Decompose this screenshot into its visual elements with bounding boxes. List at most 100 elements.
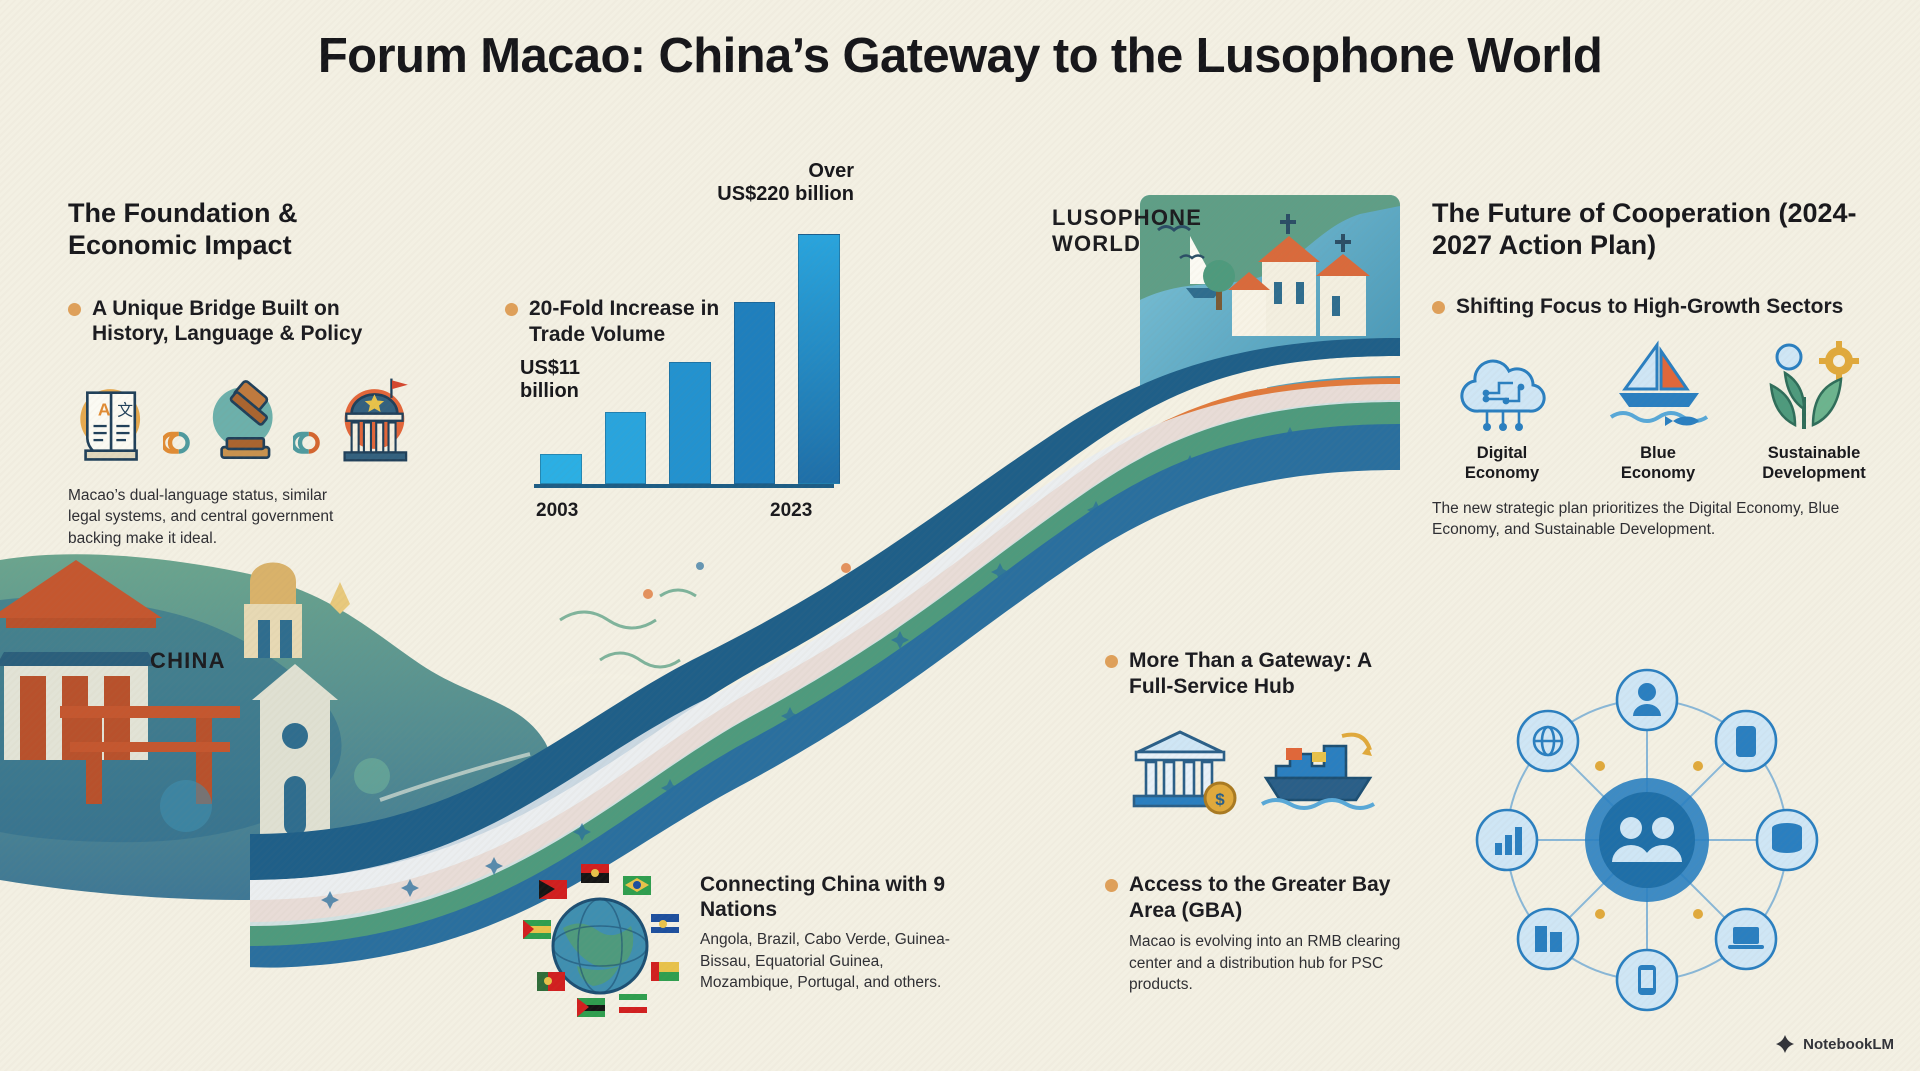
laptop-icon <box>1728 927 1764 949</box>
globe-flags-icon <box>523 864 679 1017</box>
chart-high-label: Over US$220 billion <box>644 160 854 206</box>
sector-digital-economy: Digital Economy <box>1432 337 1572 484</box>
flag-guinea-bissau <box>651 962 679 981</box>
lusophone-line1: LUSOPHONE <box>1052 205 1203 230</box>
sector-icons: Digital Economy Blue Economy <box>1432 337 1897 484</box>
chart-high-line2: US$220 billion <box>717 183 854 205</box>
nations-heading: Connecting China with 9 Nations <box>700 873 945 922</box>
temple-gate-icon <box>60 706 240 804</box>
svg-text:$: $ <box>1215 790 1225 809</box>
bullet-dot-icon-3 <box>1432 300 1445 314</box>
bullet-dot-icon-4 <box>1105 655 1118 668</box>
flag-portugal <box>537 972 565 991</box>
bar-2018 <box>733 302 776 484</box>
cathedral-ruins-icon <box>252 664 338 836</box>
gba-bullet: Access to the Greater Bay Area (GBA) Mac… <box>1105 872 1405 995</box>
bar-2008 <box>604 412 647 484</box>
chart-low-line1: US$11 <box>520 357 581 380</box>
chart-axis-line <box>534 484 834 488</box>
sector-blue-label: Blue Economy <box>1588 444 1728 484</box>
cultural-ribbon-art <box>250 338 1400 968</box>
sector-sustainable-line2: Development <box>1762 464 1866 483</box>
trade-volume-chart: Over US$220 billion US$11 billion 2003 2… <box>520 160 854 530</box>
right-column: The Future of Cooperation (2024-2027 Act… <box>1432 198 1897 541</box>
right-body-text: The new strategic plan prioritizes the D… <box>1432 499 1840 539</box>
chain-link-icon <box>163 431 191 454</box>
right-bullet: Shifting Focus to High-Growth Sectors <box>1432 294 1897 320</box>
notebooklm-logo-icon <box>1776 1035 1795 1053</box>
mid-bullet: 20-Fold Increase in Trade Volume <box>505 296 765 347</box>
left-column: The Foundation & Economic Impact A Uniqu… <box>68 198 418 549</box>
watermark-label: NotebookLM <box>1803 1035 1894 1053</box>
foundation-icons: A 文 <box>68 367 418 471</box>
flag-angola <box>581 864 609 883</box>
gba-bullet-heading: Access to the Greater Bay Area (GBA) <box>1129 873 1391 922</box>
right-heading: The Future of Cooperation (2024-2027 Act… <box>1432 198 1857 260</box>
sector-digital-line2: Economy <box>1464 464 1540 483</box>
left-bullet-heading: A Unique Bridge Built on History, Langua… <box>92 296 363 346</box>
smartphone-icon <box>1736 726 1756 757</box>
sector-digital-line1: Digital <box>1476 444 1528 463</box>
left-heading: The Foundation & Economic Impact <box>68 198 298 260</box>
building-icon <box>1535 926 1562 952</box>
colonial-town-icon <box>1228 214 1370 336</box>
chart-high-line1: Over <box>808 160 854 182</box>
mid-bullet-heading: 20-Fold Increase in Trade Volume <box>529 297 720 346</box>
nations-body-text: Angola, Brazil, Cabo Verde, Guinea-Bissa… <box>700 931 950 992</box>
cloud-network-icon <box>1460 359 1546 432</box>
azulejo-motifs <box>321 427 1299 909</box>
network-hub-diagram <box>1475 668 1819 1012</box>
bullet-dot-icon-5 <box>1105 879 1118 892</box>
cargo-ship-icon <box>1261 732 1375 810</box>
gateway-bullet-heading: More Than a Gateway: A Full-Service Hub <box>1129 649 1372 698</box>
mobile-icon <box>1638 965 1656 995</box>
svg-text:A: A <box>98 399 111 419</box>
page-title: Forum Macao: China’s Gateway to the Luso… <box>317 29 1603 83</box>
chart-tick-2023: 2023 <box>770 500 813 521</box>
gavel-icon <box>213 380 273 459</box>
sector-sustainable-line1: Sustainable <box>1767 444 1861 463</box>
database-icon <box>1772 823 1802 853</box>
dome-building-icon <box>244 562 302 658</box>
gba-body-text: Macao is evolving into an RMB clearing c… <box>1129 933 1401 993</box>
building-node <box>1516 907 1580 971</box>
flag-equatorial-guinea <box>619 994 647 1013</box>
flag-cabo-verde <box>651 914 679 933</box>
left-body-text: Macao’s dual-language status, similar le… <box>68 486 334 547</box>
chart-low-label: US$11 billion <box>520 357 580 402</box>
sector-sustainable-development: Sustainable Development <box>1744 337 1884 484</box>
chart-bars <box>540 234 840 484</box>
lusophone-line2: WORLD <box>1052 230 1142 256</box>
bank-coin-icon: $ <box>1132 730 1237 815</box>
globe-icon <box>1532 725 1564 757</box>
flag-brazil <box>623 876 651 895</box>
people-icon <box>1612 817 1682 862</box>
bar-2003 <box>540 454 582 484</box>
chart-tick-2003: 2003 <box>536 500 579 521</box>
wave-flourish <box>559 588 697 669</box>
sector-digital-label: Digital Economy <box>1432 444 1572 484</box>
flag-timor-leste <box>539 880 567 899</box>
mid-column: 20-Fold Increase in Trade Volume <box>505 296 765 347</box>
sector-blue-line1: Blue <box>1640 444 1676 463</box>
chain-link-icon-2 <box>292 431 320 454</box>
sector-blue-economy: Blue Economy <box>1588 337 1728 484</box>
tree-icon <box>1203 260 1235 310</box>
gateway-bullet: More Than a Gateway: A Full-Service Hub <box>1105 648 1405 699</box>
flag-sao-tome <box>523 920 551 939</box>
flag-mozambique <box>577 998 605 1017</box>
sector-sustainable-label: Sustainable Development <box>1744 444 1884 484</box>
bilingual-scroll-icon: A 文 <box>80 389 141 461</box>
sector-blue-line2: Economy <box>1620 464 1696 483</box>
hub-icons: $ <box>1128 722 1390 818</box>
left-bullet: A Unique Bridge Built on History, Langua… <box>68 296 418 347</box>
bullet-dot-icon <box>68 302 81 316</box>
right-bullet-heading: Shifting Focus to High-Growth Sectors <box>1456 294 1844 318</box>
leaf-gear-icon <box>1769 341 1859 430</box>
svg-text:文: 文 <box>117 400 133 419</box>
nations-block: Connecting China with 9 Nations Angola, … <box>700 872 980 994</box>
chart-growth-icon <box>1495 827 1522 855</box>
gba-block: Access to the Greater Bay Area (GBA) Mac… <box>1105 872 1405 995</box>
